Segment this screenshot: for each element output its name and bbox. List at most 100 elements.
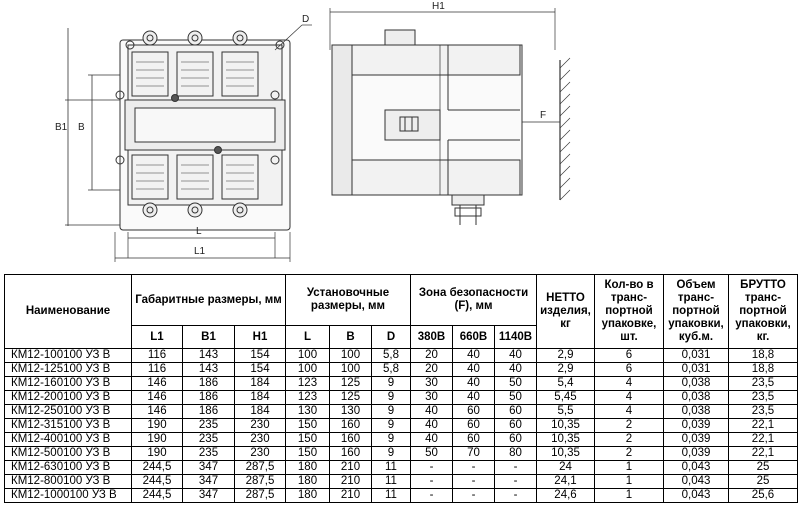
table-cell: 30: [410, 390, 453, 405]
table-cell: 116: [131, 348, 183, 363]
table-cell: 230: [234, 446, 286, 461]
table-cell: 2,9: [536, 362, 595, 377]
table-cell: 40: [410, 418, 453, 433]
table-cell: 0,039: [663, 446, 729, 461]
table-cell: 1: [594, 488, 664, 503]
table-cell: 60: [452, 418, 495, 433]
table-cell: 143: [182, 362, 235, 377]
table-cell: 22,1: [728, 418, 798, 433]
table-cell: 123: [285, 376, 330, 391]
table-cell: 0,038: [663, 376, 729, 391]
table-cell: 2: [594, 418, 664, 433]
specifications-table: Наименование Габаритные размеры, мм Уста…: [4, 274, 798, 503]
table-cell: 287,5: [234, 474, 286, 489]
cell-model-name: КМ12-315100 УЗ В: [4, 418, 132, 433]
table-cell: 1: [594, 474, 664, 489]
table-cell: 160: [329, 432, 372, 447]
table-cell: 50: [494, 376, 537, 391]
table-cell: 180: [285, 474, 330, 489]
table-cell: 20: [410, 348, 453, 363]
subheader-380v: 380В: [410, 325, 453, 349]
table-cell: 150: [285, 418, 330, 433]
table-cell: 22,1: [728, 446, 798, 461]
table-cell: 210: [329, 474, 372, 489]
table-cell: -: [410, 488, 453, 503]
table-cell: 5,8: [371, 348, 411, 363]
table-cell: 6: [594, 362, 664, 377]
table-cell: 24,1: [536, 474, 595, 489]
table-cell: -: [410, 474, 453, 489]
table-cell: 18,8: [728, 362, 798, 377]
table-cell: 25: [728, 460, 798, 475]
dim-label-b1: B1: [55, 122, 68, 133]
table-cell: 184: [234, 376, 286, 391]
table-cell: 5,5: [536, 404, 595, 419]
table-cell: 60: [452, 432, 495, 447]
cell-model-name: КМ12-100100 УЗ В: [4, 348, 132, 363]
header-gabarit: Габаритные размеры, мм: [131, 274, 286, 326]
dim-label-h1: H1: [432, 1, 445, 12]
table-cell: 50: [494, 390, 537, 405]
table-cell: 5,4: [536, 376, 595, 391]
table-cell: 40: [452, 348, 495, 363]
table-cell: 24: [536, 460, 595, 475]
table-cell: 100: [329, 348, 372, 363]
table-cell: 0,038: [663, 404, 729, 419]
table-cell: -: [494, 488, 537, 503]
table-cell: 4: [594, 404, 664, 419]
table-cell: 130: [285, 404, 330, 419]
table-cell: 347: [182, 488, 235, 503]
subheader-l1: L1: [131, 325, 183, 349]
table-cell: 11: [371, 474, 411, 489]
table-cell: 9: [371, 446, 411, 461]
table-cell: 0,031: [663, 348, 729, 363]
table-cell: 190: [131, 446, 183, 461]
table-cell: -: [452, 474, 495, 489]
table-cell: 2: [594, 432, 664, 447]
table-cell: -: [494, 474, 537, 489]
table-cell: 143: [182, 348, 235, 363]
cell-model-name: КМ12-250100 УЗ В: [4, 404, 132, 419]
table-cell: 146: [131, 376, 183, 391]
table-cell: 1: [594, 460, 664, 475]
subheader-d: D: [371, 325, 411, 349]
table-cell: 9: [371, 432, 411, 447]
table-cell: 146: [131, 404, 183, 419]
table-cell: 40: [410, 404, 453, 419]
table-cell: -: [452, 488, 495, 503]
header-name: Наименование: [4, 274, 132, 349]
cell-model-name: КМ12-125100 УЗ В: [4, 362, 132, 377]
cell-model-name: КМ12-1000100 УЗ В: [4, 488, 132, 503]
table-cell: 60: [494, 404, 537, 419]
table-cell: 160: [329, 446, 372, 461]
table-cell: 0,043: [663, 460, 729, 475]
table-cell: 190: [131, 418, 183, 433]
table-cell: 23,5: [728, 376, 798, 391]
table-cell: 150: [285, 446, 330, 461]
dim-label-b: B: [78, 122, 85, 133]
table-cell: 0,043: [663, 488, 729, 503]
table-cell: -: [452, 460, 495, 475]
table-cell: 0,039: [663, 418, 729, 433]
table-cell: 60: [452, 404, 495, 419]
table-cell: 60: [494, 418, 537, 433]
table-cell: 347: [182, 474, 235, 489]
table-cell: 184: [234, 390, 286, 405]
table-cell: 190: [131, 432, 183, 447]
table-cell: 40: [452, 362, 495, 377]
table-cell: 160: [329, 418, 372, 433]
table-cell: 347: [182, 460, 235, 475]
table-cell: 40: [494, 362, 537, 377]
table-cell: 23,5: [728, 390, 798, 405]
table-cell: 24,6: [536, 488, 595, 503]
side-view: [329, 8, 571, 225]
table-cell: 244,5: [131, 460, 183, 475]
table-cell: 123: [285, 390, 330, 405]
header-ustanov: Установочные размеры, мм: [285, 274, 411, 326]
subheader-1140v: 1140В: [494, 325, 537, 349]
